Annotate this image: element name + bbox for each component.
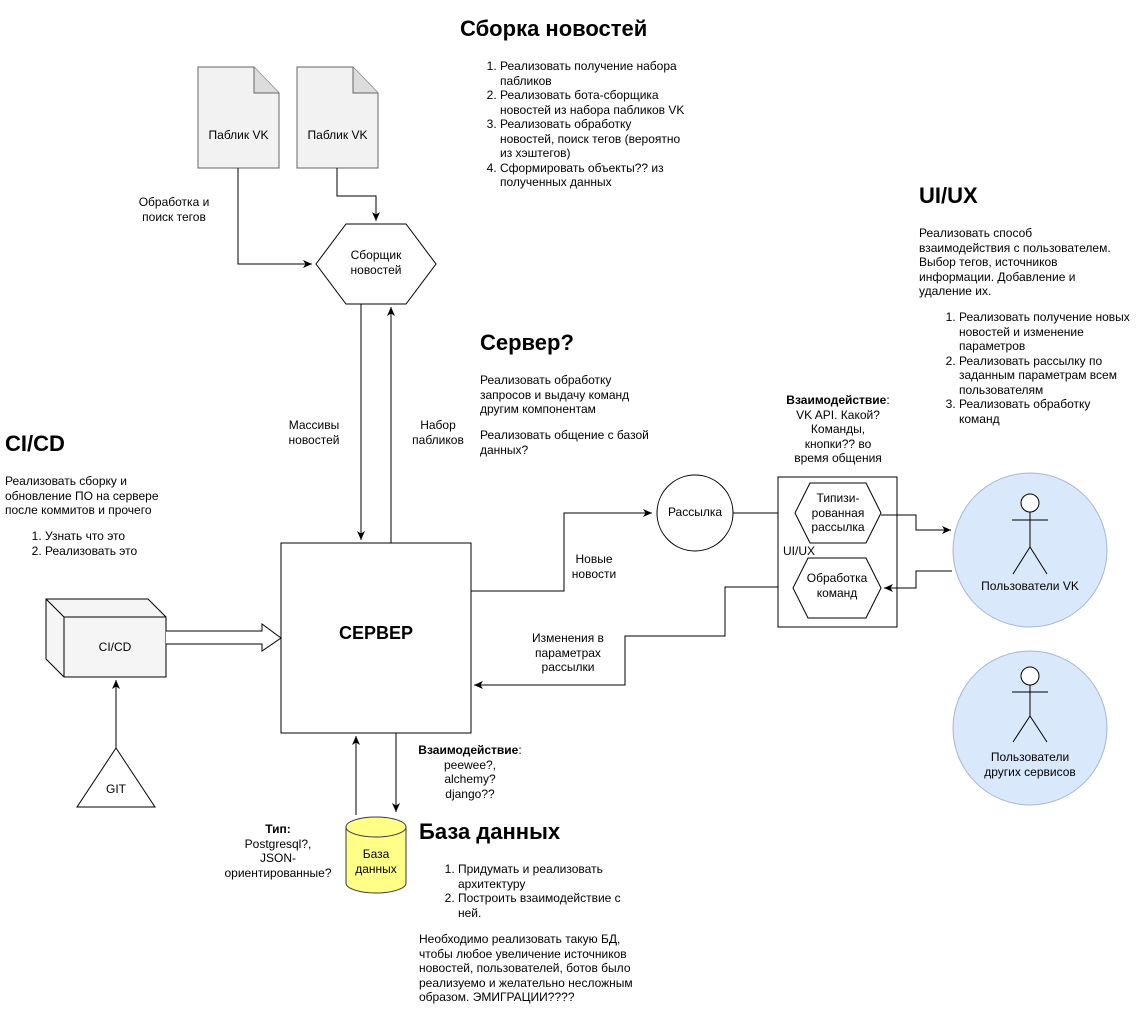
typed-mailing-label: Типизи- рованная рассылка <box>811 491 865 534</box>
news-item-1: Реализовать получение набора пабликов <box>500 59 688 88</box>
uiux-item-3: Реализовать обработку команд <box>959 397 1131 426</box>
interaction-db-title: Взаимодействие <box>418 743 519 757</box>
edge-server-mailing <box>471 509 652 592</box>
other-users-shape[interactable] <box>952 650 1108 806</box>
vk-users-label: Пользователи VK <box>968 579 1092 594</box>
db-section-heading: База данных <box>419 819 561 844</box>
interaction-db-text: peewee?, alchemy? django?? <box>443 757 497 801</box>
interaction-vk-title: Взаимодействие <box>786 393 887 407</box>
db-type-note: Тип: Postgresql?, JSON- ориентированные? <box>216 822 340 880</box>
db-type-title: Тип: <box>265 822 291 836</box>
cicd-item-2: Реализовать это <box>45 544 183 559</box>
vk-public-1-shape[interactable] <box>197 66 280 169</box>
mailing-label: Рассылка <box>667 505 723 519</box>
other-users-actor-icon <box>1012 666 1048 743</box>
news-item-4: Сформировать объекты?? из полученных дан… <box>500 161 688 190</box>
edge-users-commands <box>884 570 952 592</box>
uiux-section-heading: UI/UX <box>919 183 978 208</box>
edge-label-processing-tags: Обработка и поиск тегов <box>138 195 210 224</box>
edge-label-param-changes: Изменения в параметрах рассылки <box>514 631 622 675</box>
typed-mailing-shape[interactable] <box>794 482 882 544</box>
collector-label: Сборщик новостей <box>350 248 402 277</box>
uiux-box-label: UI/UX <box>783 544 816 558</box>
server-section-heading: Сервер? <box>480 330 574 355</box>
uiux-section-intro: Реализовать способ взаимодействия с поль… <box>919 226 1111 298</box>
db-item-1: Придумать и реализовать архитектуру <box>458 862 636 891</box>
vk-users-actor-icon <box>1012 493 1048 575</box>
news-section-heading: Сборка новостей <box>460 16 648 41</box>
database-shape[interactable] <box>345 816 407 894</box>
news-section-list-wrap: Реализовать получение набора пабликов Ре… <box>478 59 688 190</box>
cicd-section-heading: CI/CD <box>5 431 65 456</box>
cicd-section-text: Реализовать сборку и обновление ПО на се… <box>5 474 159 517</box>
edge-public2-collector <box>336 168 380 221</box>
cicd-item-1: Узнать что это <box>45 529 183 544</box>
server-shape[interactable] <box>280 542 472 734</box>
cicd-section-list-wrap: Узнать что это Реализовать это <box>23 529 183 558</box>
cicd-label: CI/CD <box>98 640 132 654</box>
edge-label-publics-set: Набор пабликов <box>412 418 464 447</box>
uiux-item-1: Реализовать получение новых новостей и и… <box>959 310 1131 354</box>
database-label: База данных <box>355 847 397 876</box>
command-processing-label: Обработка команд <box>806 571 868 600</box>
server-label: СЕРВЕР <box>338 623 414 643</box>
git-shape[interactable] <box>76 747 156 808</box>
vk-public-2-shape[interactable] <box>296 66 379 169</box>
db-section-list-wrap: Придумать и реализовать архитектуру Пост… <box>436 862 636 920</box>
uiux-section-list-wrap: Реализовать получение новых новостей и и… <box>937 310 1131 426</box>
edge-typed-users <box>881 514 951 534</box>
server-section-text1: Реализовать обработку запросов и выдачу … <box>480 373 630 416</box>
news-item-2: Реализовать бота-сборщика новостей из на… <box>500 88 688 117</box>
interaction-vk-note: Взаимодействие: VK API. Какой? Команды, … <box>786 393 890 466</box>
edge-label-news-arrays: Массивы новостей <box>288 418 340 447</box>
edge-cicd-server <box>166 623 282 652</box>
other-users-label: Пользователи других сервисов <box>984 750 1076 779</box>
edge-public1-collector <box>237 168 312 268</box>
command-processing-shape[interactable] <box>792 557 882 619</box>
vk-public-1-label: Паблик VK <box>208 128 269 142</box>
uiux-item-2: Реализовать рассылку по заданным парамет… <box>959 354 1131 398</box>
vk-public-2-label: Паблик VK <box>307 128 368 142</box>
git-label: GIT <box>106 782 126 796</box>
cicd-section-list: Узнать что это Реализовать это <box>23 529 183 558</box>
edge-commands-server <box>474 586 792 689</box>
db-type-text: Postgresql?, JSON- ориентированные? <box>224 836 332 880</box>
news-section-list: Реализовать получение набора пабликов Ре… <box>478 59 688 190</box>
db-section-text: Необходимо реализовать такую БД, чтобы л… <box>419 932 633 1004</box>
news-item-3: Реализовать обработку новостей, поиск те… <box>500 117 688 161</box>
server-section-text2: Реализовать общение с базой данных? <box>480 428 649 457</box>
db-item-2: Построить взаимодействие с ней. <box>458 891 636 920</box>
edge-label-new-news: Новые новости <box>571 552 617 581</box>
collector-shape[interactable] <box>315 223 437 305</box>
interaction-db-note: Взаимодействие: peewee?, alchemy? django… <box>418 743 522 801</box>
db-section-list: Придумать и реализовать архитектуру Пост… <box>436 862 636 920</box>
uiux-section-list: Реализовать получение новых новостей и и… <box>937 310 1131 426</box>
interaction-vk-text: VK API. Какой? Команды, кнопки?? во врем… <box>794 407 882 466</box>
cicd-shape[interactable] <box>45 598 167 678</box>
